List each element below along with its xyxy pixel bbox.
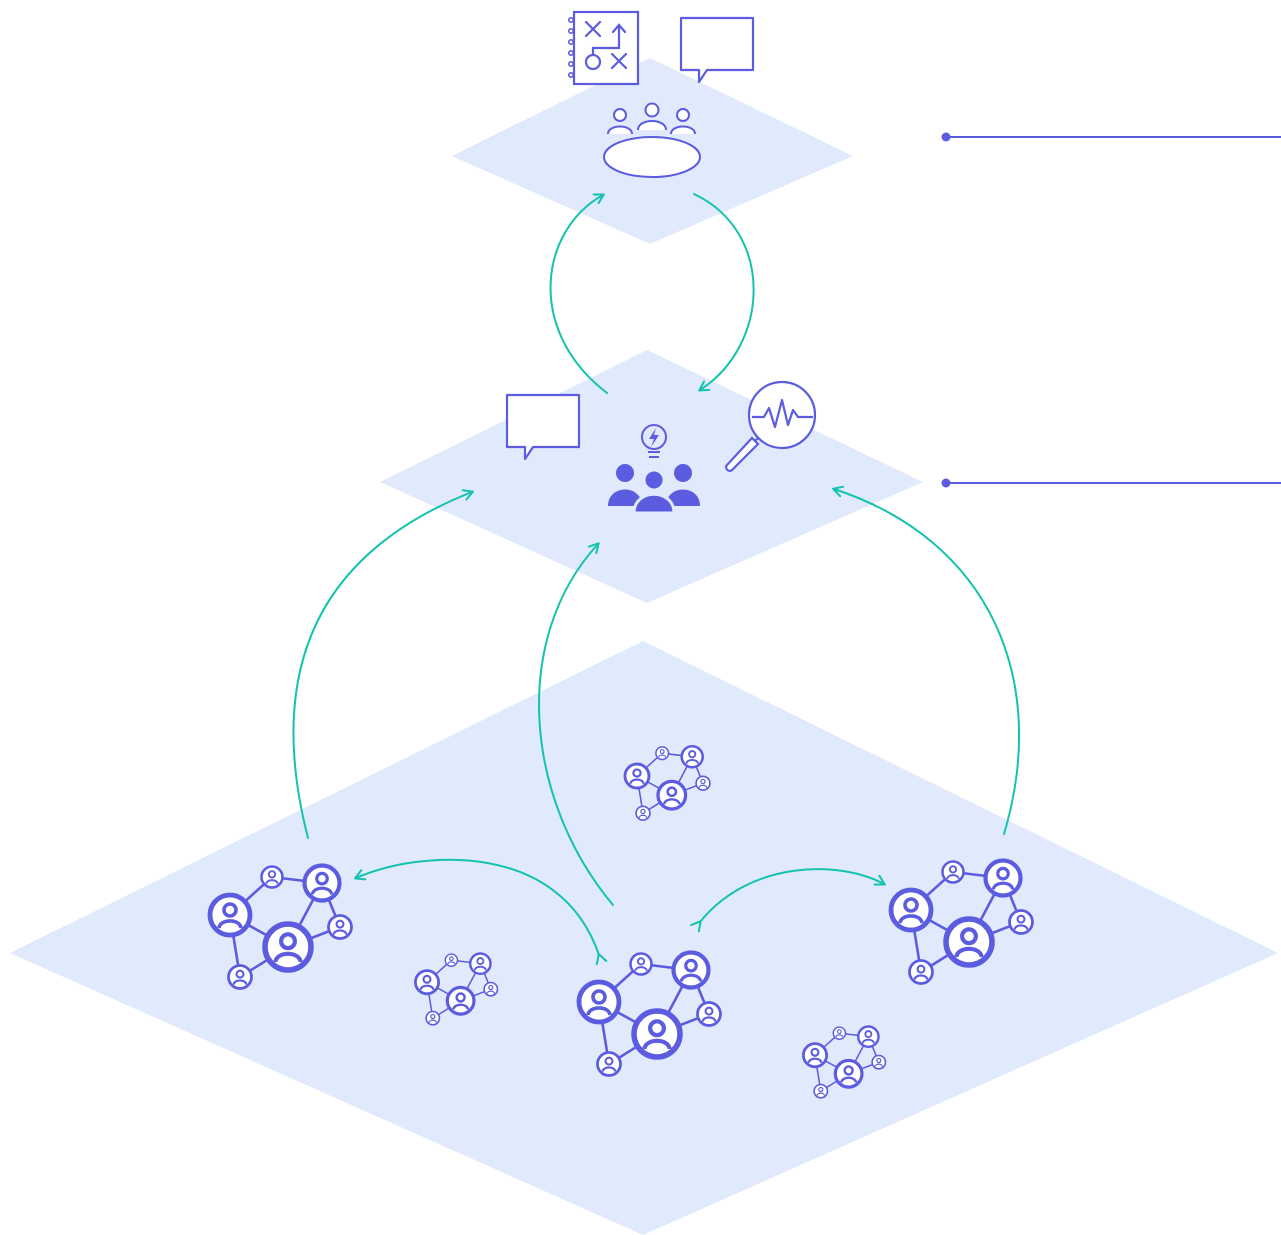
arrow-center-network-to-middle (538, 542, 614, 906)
idea-team-icon (608, 424, 700, 515)
arrow-center-right-networks (690, 868, 886, 933)
meeting-table-icon (603, 102, 701, 178)
arrow-middle-to-top (549, 193, 608, 394)
arrow-left-network-to-middle (292, 489, 474, 839)
arrow-left-center-networks (354, 858, 608, 966)
chat-bubble-icon (679, 16, 755, 84)
middle-layer-connector (941, 478, 1281, 488)
top-layer-connector (941, 132, 1281, 142)
arrow-right-network-to-middle (832, 485, 1021, 835)
analytics-magnifier-icon (725, 380, 817, 472)
strategy-playbook-icon (567, 10, 640, 86)
bottom-layer-plane (10, 641, 1278, 1235)
arrow-top-to-middle (693, 193, 755, 392)
